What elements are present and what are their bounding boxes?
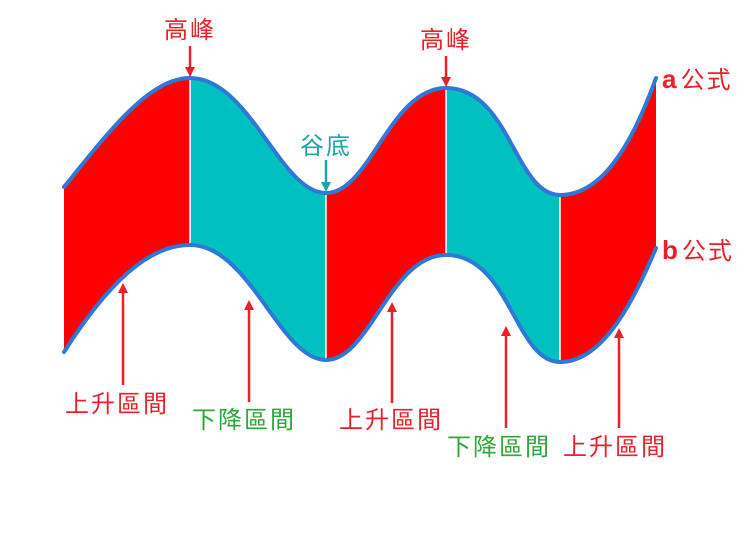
pointer-arrows <box>118 46 624 428</box>
rise-label-1: 上升區間 <box>65 390 169 418</box>
peak-label-1: 高峰 <box>164 16 216 44</box>
formula-b-label: b 公式 <box>662 235 734 265</box>
fall-label-1: 下降區間 <box>192 406 296 434</box>
rise-label-2: 上升區間 <box>339 406 443 434</box>
formula-a-label: a 公式 <box>662 64 732 94</box>
formula-a-letter: a <box>662 64 677 94</box>
curve-a <box>62 75 658 198</box>
rise-label-3: 上升區間 <box>563 433 667 461</box>
curves <box>62 75 658 365</box>
fall-segment-1 <box>190 78 326 360</box>
formula-b-letter: b <box>662 235 678 265</box>
formula-b-suffix: 公式 <box>682 237 734 265</box>
fall-segment-2 <box>446 88 560 362</box>
peak-label-2: 高峰 <box>420 26 472 54</box>
rise-segment-3 <box>560 78 656 362</box>
segments <box>64 78 656 362</box>
rise-segment-2 <box>326 88 446 360</box>
trough-label: 谷底 <box>300 132 352 160</box>
rise-segment-1 <box>64 78 190 352</box>
formula-a-suffix: 公式 <box>680 66 732 94</box>
curve-b <box>62 242 658 365</box>
segment-dividers <box>189 78 561 362</box>
fall-label-2: 下降區間 <box>447 433 551 461</box>
